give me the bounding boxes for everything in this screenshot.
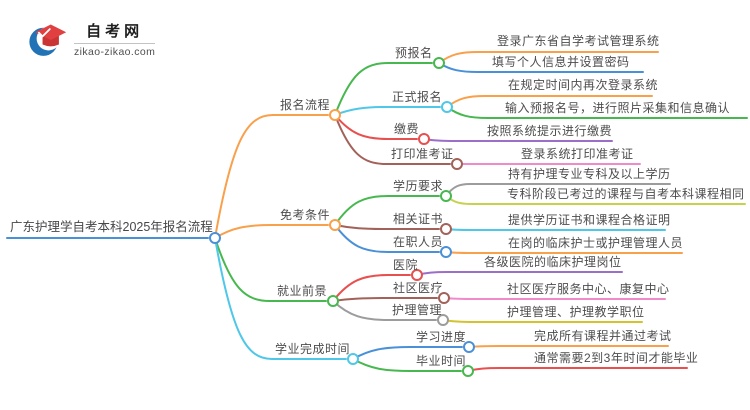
- connector-community-medical: [332, 297, 438, 302]
- junction-study-progress: [463, 341, 475, 353]
- connector-nursing-management: [332, 300, 437, 321]
- connector-registration-process: [214, 114, 329, 239]
- connector-login-again-in-time: [446, 95, 653, 108]
- logo-domain: zikao-zikao.com: [74, 45, 156, 58]
- junction-registration-process: [329, 109, 341, 121]
- junction-pre-registration: [433, 57, 445, 69]
- connector-education-requirement: [334, 195, 440, 226]
- junction-root: [209, 232, 221, 244]
- connector-management-teaching-positions: [442, 319, 643, 323]
- connector-login-gd-selfstudy-system: [438, 51, 659, 64]
- connector-in-service-staff: [334, 224, 440, 253]
- connector-exemption-conditions: [214, 224, 329, 239]
- connector-pay-per-system-prompts: [423, 138, 613, 142]
- connector-provide-diploma-and-course-proof: [445, 228, 666, 231]
- connector-clinical-nursing-positions: [416, 271, 623, 276]
- junction-community-medical: [438, 292, 450, 304]
- junction-employment-prospects: [327, 295, 339, 307]
- logo-divider: [74, 42, 156, 44]
- connector-completion-time: [214, 237, 347, 360]
- junction-related-certificates: [440, 223, 452, 235]
- logo-title: 自考网: [86, 22, 144, 40]
- connector-employment-prospects: [214, 237, 327, 302]
- connector-enter-prereg-number-photo-confirm: [446, 106, 748, 119]
- connector-nursing-diploma-or-above: [445, 183, 671, 197]
- junction-hospital: [411, 269, 423, 281]
- connector-payment: [334, 114, 418, 140]
- junction-exemption-conditions: [329, 219, 341, 231]
- junction-formal-registration: [441, 101, 453, 113]
- junction-completion-time: [347, 353, 359, 365]
- junction-in-service-staff: [440, 246, 452, 258]
- junction-payment: [418, 133, 430, 145]
- connector-study-progress: [352, 346, 463, 360]
- graduation-cap-icon: [29, 24, 67, 56]
- junction-print-admission-ticket: [451, 158, 463, 170]
- junction-graduation-time: [462, 365, 474, 377]
- connector-usually-2-to-3-years: [467, 367, 688, 372]
- connector-related-certificates: [334, 224, 440, 230]
- junction-nursing-management: [437, 314, 449, 326]
- connector-community-service-rehab-centers: [443, 297, 666, 300]
- connector-fill-info-set-password: [438, 62, 644, 73]
- connector-pre-registration: [334, 62, 433, 116]
- connector-print-admission-ticket: [334, 114, 451, 165]
- connector-formal-registration: [334, 106, 441, 116]
- connector-diploma-courses-same-as-selfstudy: [445, 195, 746, 205]
- junction-education-requirement: [440, 190, 452, 202]
- connector-complete-courses-pass-exams: [468, 345, 669, 348]
- site-logo: 自考网 zikao-zikao.com: [28, 20, 156, 60]
- connector-graduation-time: [352, 358, 462, 372]
- connector-clinical-nurses-or-managers: [445, 251, 683, 254]
- connector-hospital: [332, 274, 411, 302]
